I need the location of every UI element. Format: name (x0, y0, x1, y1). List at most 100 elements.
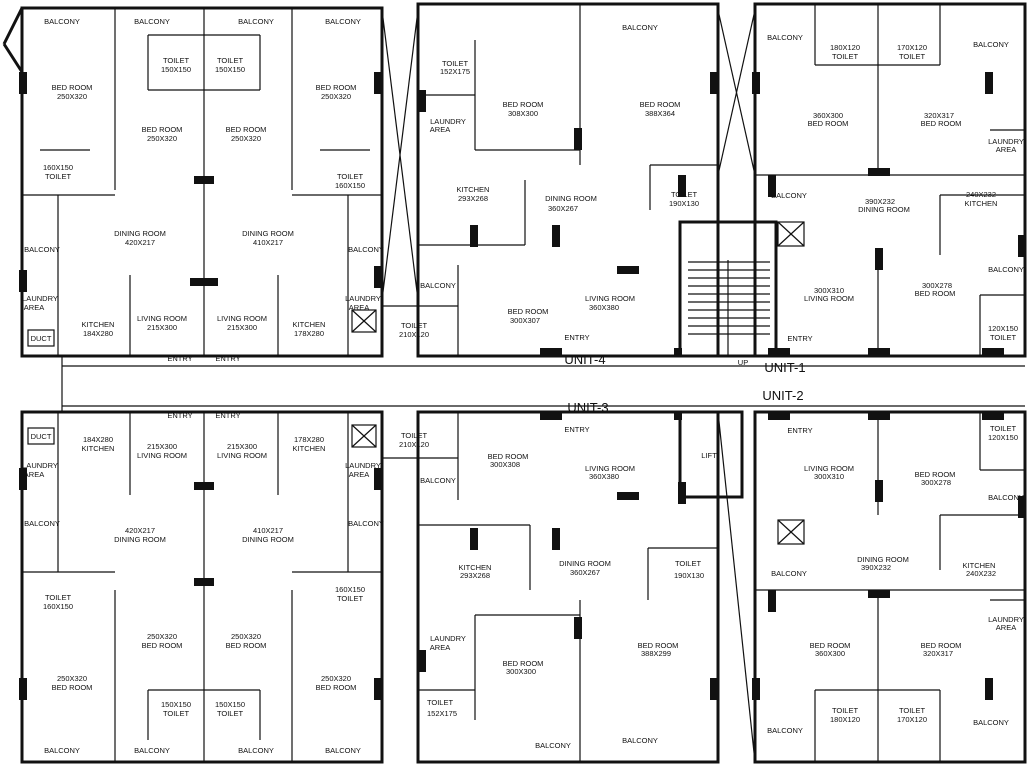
laundry-area-label: AREA (430, 125, 450, 134)
unit-3-title: UNIT-3 (567, 400, 608, 415)
laundry-label: LAUNDRY (430, 117, 466, 126)
balcony-label: BALCONY (420, 281, 456, 290)
toilet-dimension: 190X130 (674, 571, 704, 580)
balcony-label: BALCONY (325, 746, 361, 755)
kitchen-dimension: 184X280 (83, 329, 113, 338)
laundry-label: LAUNDRY (430, 634, 466, 643)
toilet-dimension: 160X150 (335, 181, 365, 190)
toilet-label: TOILET (217, 56, 244, 65)
living-dimension: 360X380 (589, 303, 619, 312)
toilet-label: TOILET (442, 59, 469, 68)
kitchen-label: KITCHEN (963, 561, 996, 570)
dining-dimension: 390X232 (865, 197, 895, 206)
bedroom-dimension: 300X278 (922, 281, 952, 290)
balcony-label: BALCONY (44, 17, 80, 26)
laundry-label: LAUNDRY (988, 615, 1024, 624)
kitchen-label: KITCHEN (457, 185, 490, 194)
toilet-dimension: 160X150 (43, 602, 73, 611)
bedroom-dimension: 308X300 (508, 109, 538, 118)
dining-dimension: 420X217 (125, 526, 155, 535)
kitchen-label: KITCHEN (965, 199, 998, 208)
living-label: LIVING ROOM (137, 314, 187, 323)
bedroom-label: BED ROOM (488, 452, 529, 461)
bedroom-label: BED ROOM (316, 83, 357, 92)
bedroom-label: BED ROOM (915, 470, 956, 479)
toilet-label: TOILET (163, 56, 190, 65)
balcony-label: BALCONY (44, 746, 80, 755)
toilet-label: TOILET (832, 706, 859, 715)
lift-label: LIFT (701, 451, 717, 460)
toilet-dimension: 150X150 (215, 700, 245, 709)
dining-label: DINING ROOM (242, 229, 294, 238)
toilet-label: TOILET (401, 321, 428, 330)
bedroom-dimension: 388X299 (641, 649, 671, 658)
duct-label: DUCT (31, 432, 52, 441)
laundry-label: LAUNDRY (22, 294, 58, 303)
toilet-dimension: 150X150 (161, 65, 191, 74)
kitchen-label: KITCHEN (293, 444, 326, 453)
living-dimension: 300X310 (814, 472, 844, 481)
balcony-label: BALCONY (134, 746, 170, 755)
kitchen-dimension: 293X268 (458, 194, 488, 203)
laundry-area-label: AREA (24, 470, 44, 479)
bedroom-label: BED ROOM (142, 641, 183, 650)
kitchen-label: KITCHEN (82, 444, 115, 453)
entry-label: ENTRY (787, 334, 812, 343)
dining-label: DINING ROOM (858, 205, 910, 214)
living-dimension: 215X300 (227, 442, 257, 451)
bedroom-label: BED ROOM (52, 83, 93, 92)
toilet-label: TOILET (990, 333, 1017, 342)
bedroom-label: BED ROOM (921, 641, 962, 650)
living-dimension: 215X300 (147, 442, 177, 451)
toilet-label: TOILET (427, 698, 454, 707)
bedroom-label: BED ROOM (142, 125, 183, 134)
kitchen-dimension: 178X280 (294, 435, 324, 444)
bedroom-dimension: 360X300 (815, 649, 845, 658)
balcony-label: BALCONY (771, 191, 807, 200)
entry-label: ENTRY (167, 411, 192, 420)
toilet-dimension: 152X175 (440, 67, 470, 76)
balcony-label: BALCONY (238, 746, 274, 755)
balcony-label: BALCONY (238, 17, 274, 26)
laundry-label: LAUNDRY (345, 461, 381, 470)
bedroom-dimension: 300X307 (510, 316, 540, 325)
toilet-dimension: 150X150 (161, 700, 191, 709)
toilet-dimension: 180X120 (830, 715, 860, 724)
toilet-dimension: 160X150 (43, 163, 73, 172)
toilet-label: TOILET (163, 709, 190, 718)
balcony-label: BALCONY (348, 245, 384, 254)
entry-label: ENTRY (787, 426, 812, 435)
toilet-label: TOILET (337, 172, 364, 181)
column-layer (19, 72, 1026, 700)
toilet-dimension: 210X120 (399, 330, 429, 339)
living-label: LIVING ROOM (137, 451, 187, 460)
unit-1-title: UNIT-1 (764, 360, 805, 375)
kitchen-label: KITCHEN (459, 563, 492, 572)
entry-label: ENTRY (215, 411, 240, 420)
kitchen-label: KITCHEN (293, 320, 326, 329)
living-label: LIVING ROOM (804, 464, 854, 473)
balcony-label: BALCONY (988, 265, 1024, 274)
balcony-label: BALCONY (622, 23, 658, 32)
toilet-label: TOILET (899, 706, 926, 715)
dining-label: DINING ROOM (114, 535, 166, 544)
toilet-label: TOILET (671, 190, 698, 199)
living-label: LIVING ROOM (804, 294, 854, 303)
laundry-label: LAUNDRY (22, 461, 58, 470)
balcony-label: BALCONY (348, 519, 384, 528)
toilet-dimension: 120X150 (988, 324, 1018, 333)
dining-dimension: 360X267 (548, 204, 578, 213)
toilet-dimension: 150X150 (215, 65, 245, 74)
dining-dimension: 360X267 (570, 568, 600, 577)
bedroom-label: BED ROOM (915, 289, 956, 298)
living-label: LIVING ROOM (217, 451, 267, 460)
balcony-label: BALCONY (325, 17, 361, 26)
bedroom-dimension: 250X320 (147, 632, 177, 641)
bedroom-dimension: 250X320 (231, 632, 261, 641)
bedroom-label: BED ROOM (638, 641, 679, 650)
balcony-label: BALCONY (973, 718, 1009, 727)
balcony-label: BALCONY (24, 519, 60, 528)
bedroom-dimension: 250X320 (57, 674, 87, 683)
dining-dimension: 390X232 (861, 563, 891, 572)
bedroom-dimension: 250X320 (321, 92, 351, 101)
